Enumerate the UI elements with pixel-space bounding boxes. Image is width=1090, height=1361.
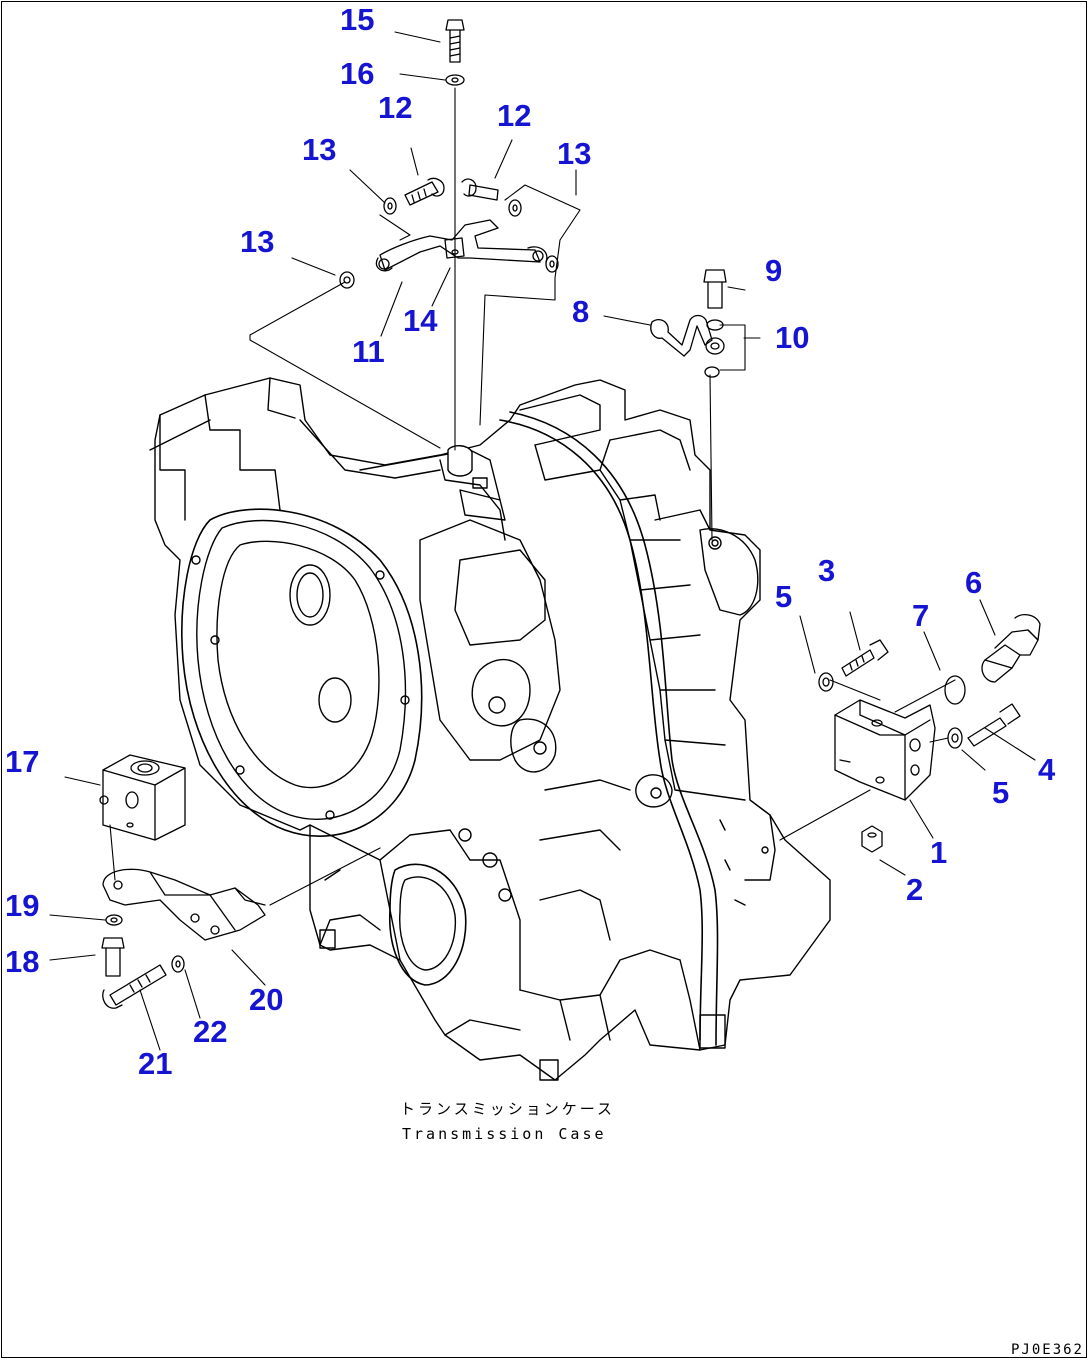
callout-9[interactable]: 9 (765, 253, 783, 288)
callout-4[interactable]: 4 (1038, 752, 1056, 787)
callout-3[interactable]: 3 (818, 553, 836, 588)
callout-13[interactable]: 13 (240, 224, 275, 259)
callout-22[interactable]: 22 (193, 1014, 228, 1049)
callout-20[interactable]: 20 (249, 982, 284, 1017)
caption-english: Transmission Case (402, 1125, 607, 1143)
callout-19[interactable]: 19 (5, 888, 40, 923)
callout-18[interactable]: 18 (5, 944, 40, 979)
callout-2[interactable]: 2 (906, 872, 924, 907)
caption-japanese: トランスミッションケース (400, 1100, 615, 1118)
callout-16[interactable]: 16 (340, 56, 375, 91)
callout-13[interactable]: 13 (557, 136, 592, 171)
callout-15[interactable]: 15 (340, 2, 375, 37)
drawing-code: PJ0E362 (1010, 1342, 1084, 1358)
transmission-case-body (149, 377, 831, 1081)
callout-13[interactable]: 13 (302, 132, 337, 167)
callout-11[interactable]: 11 (352, 334, 385, 369)
callout-8[interactable]: 8 (572, 294, 590, 329)
callout-12[interactable]: 12 (378, 90, 413, 125)
callout-5[interactable]: 5 (992, 775, 1010, 810)
callout-5[interactable]: 5 (775, 579, 793, 614)
callout-7[interactable]: 7 (912, 598, 930, 633)
leader-lines (49, 31, 1036, 1051)
callout-10[interactable]: 10 (775, 320, 810, 355)
parts (99, 19, 1041, 1009)
callout-21[interactable]: 21 (138, 1046, 173, 1081)
assembly-lines (109, 87, 956, 906)
callout-12[interactable]: 12 (497, 98, 532, 133)
callout-6[interactable]: 6 (965, 565, 983, 600)
callout-14[interactable]: 14 (403, 303, 438, 338)
callout-1[interactable]: 1 (930, 835, 948, 870)
callout-17[interactable]: 17 (5, 744, 40, 779)
